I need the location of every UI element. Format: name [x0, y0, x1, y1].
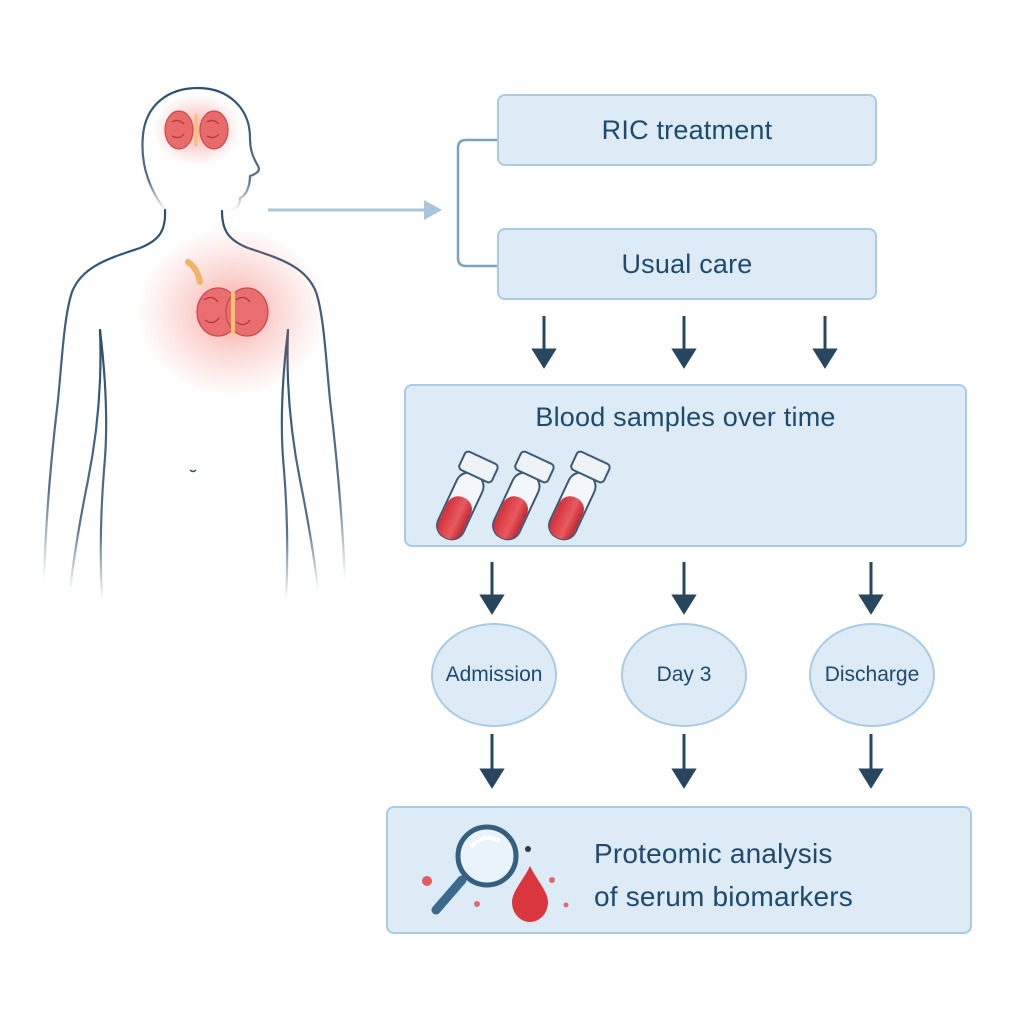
proteomic-analysis-box: Proteomic analysis of serum biomarkers: [386, 806, 972, 934]
proteomic-analysis-label: Proteomic analysis of serum biomarkers: [594, 832, 853, 918]
timepoint-discharge: Discharge: [809, 623, 935, 727]
timepoint-day3: Day 3: [621, 623, 747, 727]
ric-treatment-label: RIC treatment: [601, 114, 773, 145]
analysis-line-2: of serum biomarkers: [594, 881, 853, 912]
analysis-line-1: Proteomic analysis: [594, 838, 833, 869]
blood-samples-label: Blood samples over time: [535, 402, 836, 432]
group-bracket: [456, 138, 497, 268]
timepoint-label: Admission: [445, 663, 543, 686]
usual-care-label: Usual care: [621, 248, 753, 279]
usual-care-box: Usual care: [497, 228, 877, 300]
heart-icon: [137, 227, 327, 397]
randomization-arrow: [268, 200, 442, 220]
blood-samples-box: Blood samples over time: [404, 384, 967, 547]
arrows-to-analysis: [479, 734, 884, 789]
ric-treatment-box: RIC treatment: [497, 94, 877, 166]
brain-icon: [153, 94, 241, 166]
timepoint-admission: Admission: [431, 623, 557, 727]
timepoint-label: Day 3: [656, 663, 712, 686]
timepoint-label: Discharge: [824, 663, 920, 686]
arrows-to-timepoints: [479, 562, 884, 615]
arrows-to-samples: [531, 316, 838, 369]
